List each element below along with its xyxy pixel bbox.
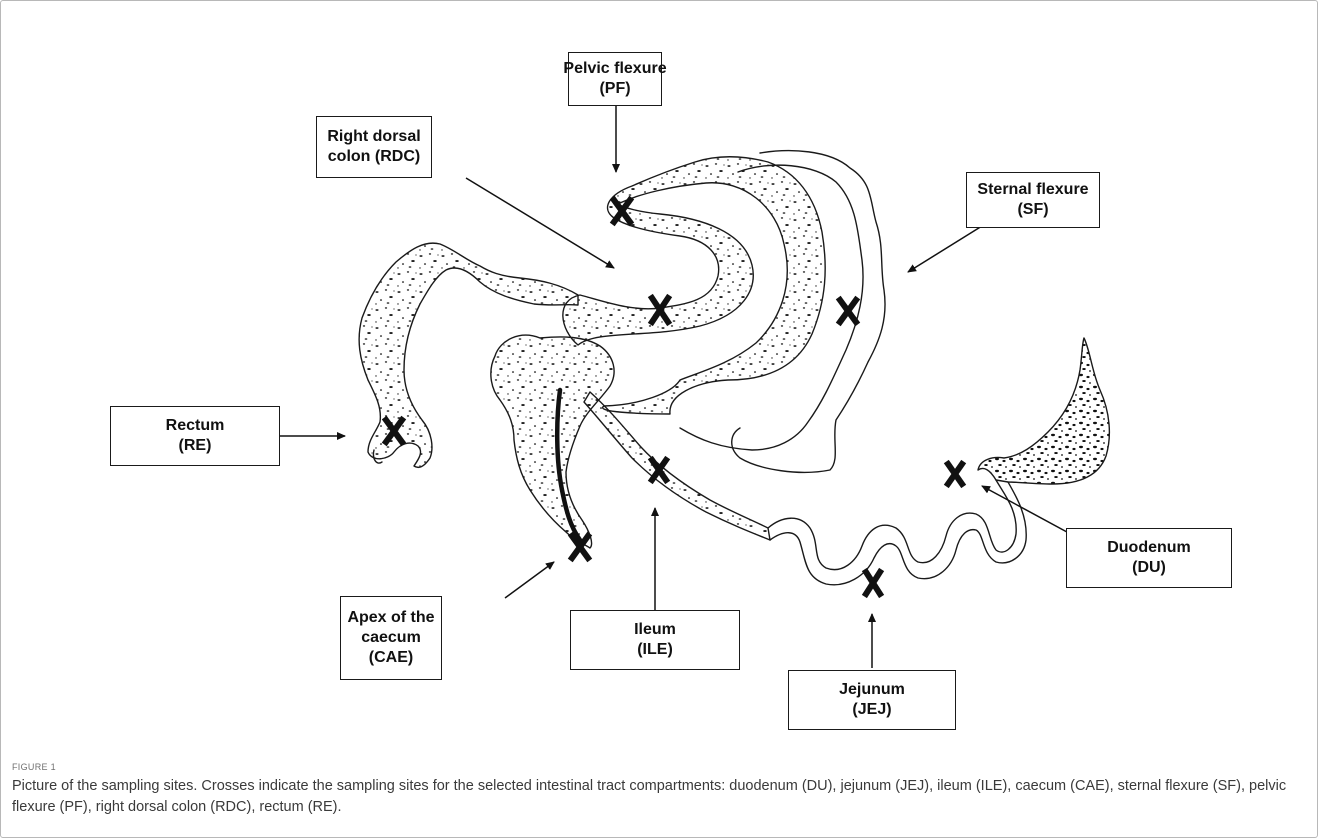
small-colon bbox=[358, 242, 579, 468]
label-line: (JEJ) bbox=[852, 701, 892, 718]
label-ileum: Ileum (ILE) bbox=[570, 610, 740, 670]
sampling-site-cross-re bbox=[381, 415, 407, 447]
label-sternal-flexure: Sternal flexure (SF) bbox=[966, 172, 1100, 228]
pointer-arrows bbox=[280, 106, 1079, 668]
jejunum-tube-inner bbox=[769, 481, 1027, 586]
label-line: (SF) bbox=[1017, 201, 1049, 218]
jejunum-tube bbox=[767, 479, 1017, 571]
sampling-site-cross-du bbox=[943, 459, 967, 489]
sampling-site-cross-sf bbox=[835, 295, 861, 327]
duodenum-bulb bbox=[977, 337, 1111, 485]
figure-caption: Picture of the sampling sites. Crosses i… bbox=[12, 778, 1287, 815]
sampling-site-cross-ile bbox=[647, 455, 671, 485]
arrow-cae bbox=[504, 561, 555, 599]
sampling-site-cross-jej bbox=[861, 567, 885, 599]
label-line: Duodenum bbox=[1107, 539, 1191, 556]
rectum-tail-left bbox=[372, 449, 383, 464]
label-line: Jejunum bbox=[839, 681, 905, 698]
label-line: colon (RDC) bbox=[327, 148, 421, 165]
label-line: (RE) bbox=[178, 437, 212, 454]
sampling-site-cross-cae bbox=[567, 531, 593, 563]
label-line: (ILE) bbox=[637, 641, 673, 658]
label-jejunum: Jejunum (JEJ) bbox=[788, 670, 956, 730]
caecum-body bbox=[490, 334, 615, 549]
caecum-band bbox=[554, 387, 583, 543]
ventral-colon-mid bbox=[679, 164, 864, 451]
ileum-tube bbox=[583, 391, 771, 541]
label-line: Pelvic flexure bbox=[563, 60, 667, 77]
sampling-site-cross-rdc bbox=[647, 293, 673, 327]
label-line: caecum bbox=[361, 629, 421, 646]
label-apex-of-caecum: Apex of the caecum (CAE) bbox=[340, 596, 442, 680]
label-line: (DU) bbox=[1132, 559, 1166, 576]
label-line: Ileum bbox=[634, 621, 676, 638]
label-line: (CAE) bbox=[368, 649, 414, 666]
label-rectum: Rectum (RE) bbox=[110, 406, 280, 466]
arrow-rdc bbox=[465, 177, 615, 269]
label-duodenum: Duodenum (DU) bbox=[1066, 528, 1232, 588]
intestinal-tract-diagram bbox=[280, 106, 1111, 668]
label-right-dorsal-colon: Right dorsal colon (RDC) bbox=[316, 116, 432, 178]
label-line: Right dorsal bbox=[327, 128, 421, 145]
sampling-crosses bbox=[381, 195, 967, 599]
figure-number: FIGURE 1 bbox=[12, 762, 56, 772]
label-line: (PF) bbox=[599, 80, 631, 97]
label-pelvic-flexure: Pelvic flexure (PF) bbox=[563, 52, 667, 106]
label-line: Rectum bbox=[165, 417, 225, 434]
sampling-site-cross-pf bbox=[609, 195, 635, 227]
ventral-colon-outer bbox=[731, 149, 886, 474]
arrow-sf bbox=[907, 225, 983, 273]
label-line: Sternal flexure bbox=[977, 181, 1089, 198]
label-line: Apex of the bbox=[347, 609, 435, 626]
arrow-du bbox=[981, 485, 1079, 539]
